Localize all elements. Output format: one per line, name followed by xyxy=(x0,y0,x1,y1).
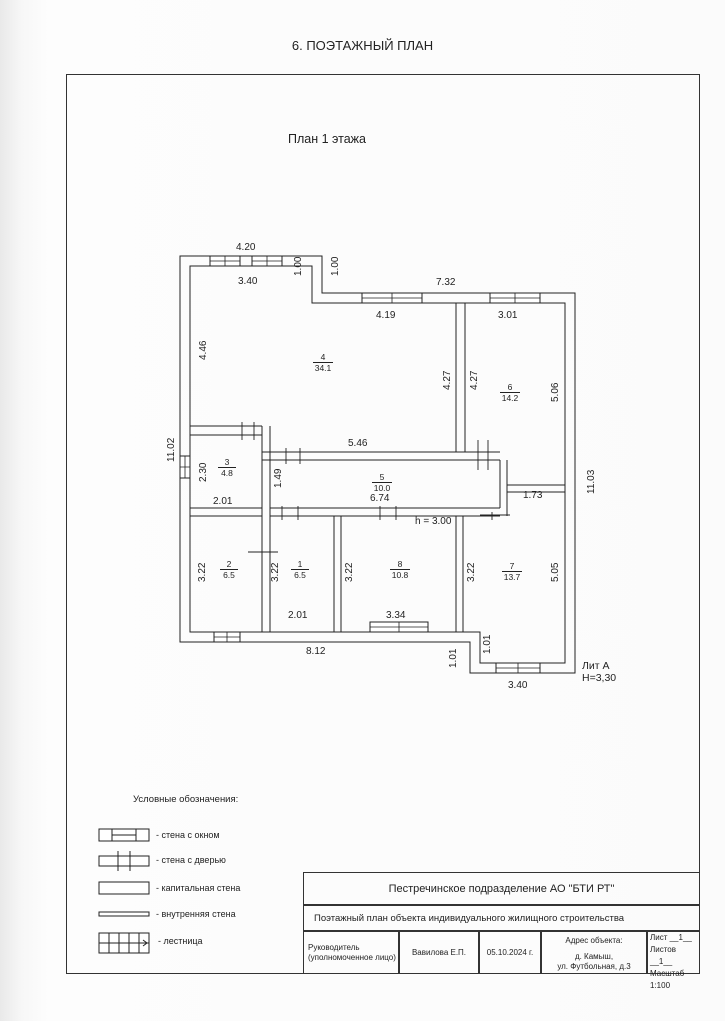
dim-label: 3.40 xyxy=(508,680,528,691)
signatory-name: Вавилова Е.П. xyxy=(399,931,479,974)
corridor-wall-bottom xyxy=(190,507,500,517)
legend-item: - лестница xyxy=(98,932,298,954)
wall-door-icon xyxy=(98,851,150,871)
lit-height: H=3,30 xyxy=(582,672,617,684)
legend-item: - стена с окном xyxy=(98,826,298,846)
legend-item: - капитальная стена xyxy=(98,879,298,899)
dim-label: 7.32 xyxy=(436,277,456,288)
plan-title: План 1 этажа xyxy=(288,132,366,146)
page-title: 6. ПОЭТАЖНЫЙ ПЛАН xyxy=(291,38,434,53)
dim-label: 8.12 xyxy=(306,646,326,657)
stairs-icon xyxy=(98,932,150,954)
lit-label: Лит А xyxy=(582,660,610,672)
corridor-wall-left xyxy=(261,426,271,632)
dim-label: 2.01 xyxy=(213,496,233,507)
sheet-info: Лист __1__ Листов __1__ Масштаб 1:100 xyxy=(647,931,700,990)
legend-item: - стена с дверью xyxy=(98,851,298,871)
dim-label: 4.19 xyxy=(376,310,396,321)
organization-name: Пестречинское подразделение АО "БТИ РТ" xyxy=(303,872,700,905)
dim-label: 3.40 xyxy=(238,276,258,287)
signatory-role: Руководитель(уполномоченное лицо) xyxy=(303,931,399,974)
legend-title: Условные обозначения: xyxy=(133,794,239,805)
dim-label: 3.34 xyxy=(386,610,406,621)
dim-label: 3.01 xyxy=(498,310,518,321)
legend-item: - внутренняя стена xyxy=(98,905,298,925)
dim-label: 5.46 xyxy=(348,438,368,449)
inner-wall-icon xyxy=(98,911,150,917)
room7-wall-top xyxy=(507,484,565,493)
object-address: Адрес объекта: д. Камыш,ул. Футбольная, … xyxy=(541,931,647,974)
capital-wall-icon xyxy=(98,881,150,895)
title-block: Пестречинское подразделение АО "БТИ РТ" … xyxy=(303,872,700,990)
document-date: 05.10.2024 г. xyxy=(479,931,541,974)
room8-walls xyxy=(333,516,464,632)
capital-wall-vertical-right xyxy=(455,303,466,452)
dim-label: 6.74 xyxy=(370,493,390,504)
dim-label: 1.73 xyxy=(523,490,543,501)
corridor-wall-top xyxy=(262,451,500,461)
dim-label: 4.20 xyxy=(236,242,256,253)
outer-wall-outer-line xyxy=(179,255,576,674)
corridor-wall-right xyxy=(499,460,508,516)
wall-window-icon xyxy=(98,828,150,842)
object-description: Поэтажный план объекта индивидуального ж… xyxy=(303,905,700,931)
dim-label: 2.01 xyxy=(288,610,308,621)
ceiling-height: h = 3.00 xyxy=(415,516,452,527)
capital-wall-horizontal-mid xyxy=(190,425,262,436)
outer-wall-inner-line xyxy=(189,265,566,664)
